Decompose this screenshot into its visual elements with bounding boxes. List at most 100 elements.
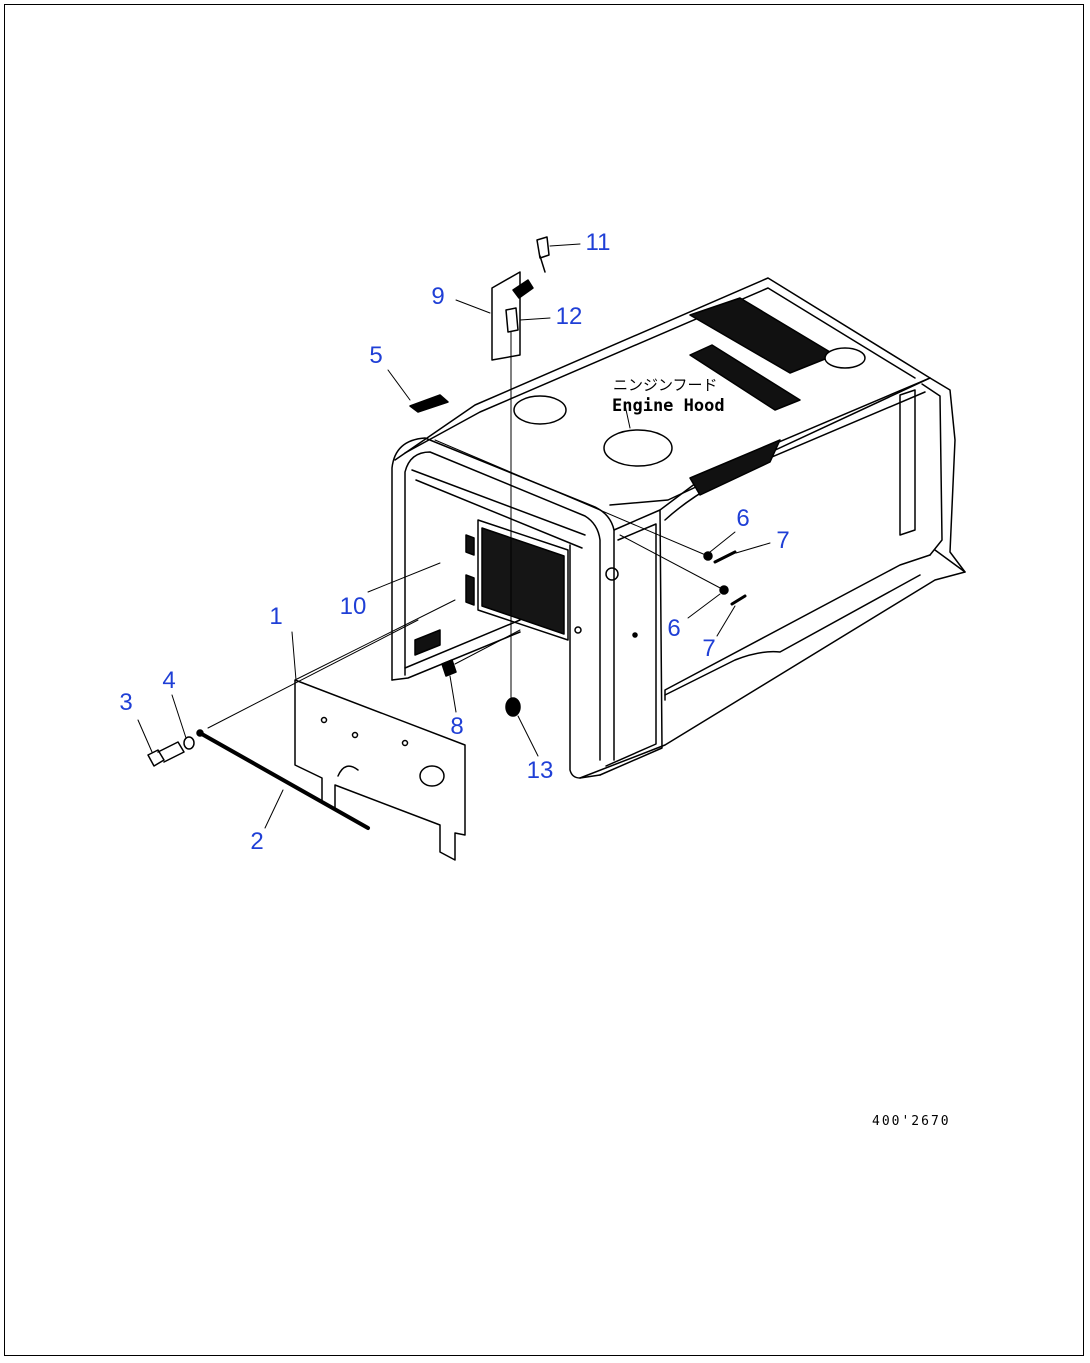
front-plate-hole (419, 765, 445, 787)
bracket-plate (491, 271, 521, 361)
callout-11: 11 (585, 229, 611, 256)
side-panel-front-edge (569, 544, 601, 779)
callout-3: 3 (119, 689, 133, 716)
line-side (619, 534, 725, 591)
line-plate-left (294, 599, 456, 681)
callout-6-lower: 6 (667, 615, 681, 642)
rear-post-inner (921, 383, 943, 556)
rod-body (198, 731, 370, 830)
top-bracket (491, 236, 550, 361)
clip-7a (713, 550, 737, 564)
bolt-shank (157, 741, 185, 763)
callout-13: 13 (526, 757, 554, 784)
hood-bottom-edge (579, 549, 966, 779)
front-frame-outer (391, 437, 615, 761)
side-hole-2 (632, 632, 638, 638)
bracket-pin (512, 279, 534, 299)
callout-6-upper: 6 (736, 505, 750, 532)
callout-5: 5 (369, 342, 383, 369)
front-frame-beam (411, 469, 586, 536)
callout-8: 8 (450, 713, 464, 740)
leader-6b (687, 593, 721, 619)
front-plate (294, 679, 466, 861)
roof-hole-2 (603, 429, 673, 467)
leader-lines (137, 243, 771, 829)
roof-vent-front (689, 344, 801, 411)
callout-4: 4 (162, 667, 176, 694)
hood-top-outline (394, 277, 931, 506)
drawing-frame (4, 4, 1084, 1356)
rear-post-vent (899, 389, 916, 536)
bolt-11-shank (539, 255, 546, 273)
front-grille (414, 519, 638, 656)
assembly-lines (207, 331, 725, 729)
grille-bracket (414, 629, 441, 656)
washer (183, 736, 195, 750)
nut-13 (505, 697, 521, 717)
grommet-8 (441, 659, 457, 677)
clip-7b (730, 594, 747, 606)
bolt-head (147, 749, 165, 767)
engine-hood (391, 277, 966, 779)
front-sill (391, 631, 521, 681)
callout-9: 9 (431, 283, 445, 310)
rod-end (196, 729, 204, 737)
leader-8 (449, 675, 457, 713)
leader-2 (264, 789, 284, 829)
side-hole-1 (605, 567, 619, 581)
grille-slot-1 (465, 534, 475, 556)
callout-7-upper: 7 (776, 527, 790, 554)
rear-post-outer (929, 377, 966, 573)
roof-hole-1 (513, 395, 567, 425)
front-plate-slot (337, 765, 359, 777)
front-plate-hole-s1 (320, 716, 328, 724)
leader-3 (137, 719, 153, 753)
drawing-code: 400'2670 (872, 1114, 951, 1129)
grille-slot-2 (465, 574, 475, 606)
latch-part (409, 394, 449, 413)
front-sill-2 (404, 619, 521, 669)
line-plate-right (454, 629, 521, 665)
line-hood-label (624, 404, 631, 429)
line-rod (207, 619, 419, 729)
leader-10 (367, 562, 441, 593)
hood-bottom-edge-2 (664, 554, 931, 701)
leader-7b (716, 605, 736, 637)
front-plate-hole-s3 (401, 739, 409, 747)
bolt-11 (536, 236, 550, 259)
hood-label-japanese: ニンジンフード (613, 376, 718, 394)
side-fasteners (703, 550, 747, 606)
hood-bottom-edge-3 (664, 574, 921, 696)
leader-1 (291, 631, 297, 681)
grille-outline (477, 519, 569, 641)
leader-6a (709, 531, 736, 553)
roof-hole-cap (824, 347, 866, 369)
front-plate-outline (294, 679, 466, 861)
leader-9 (455, 299, 491, 314)
leader-7a (735, 542, 771, 554)
roof-vents (513, 297, 866, 467)
front-frame-beam2 (415, 479, 583, 549)
leader-12 (519, 317, 551, 321)
hood-top-inner (404, 287, 916, 454)
bolt-12 (505, 307, 519, 333)
side-hole-3 (574, 626, 582, 634)
grille-mesh (481, 527, 565, 635)
callout-2: 2 (250, 828, 264, 855)
side-panel-face-inner (605, 523, 657, 767)
rod (196, 729, 370, 830)
leader-4 (171, 694, 187, 739)
bolt-washer (147, 736, 195, 767)
leader-11 (549, 243, 581, 247)
front-plate-hole-s2 (351, 731, 359, 739)
leader-13 (517, 715, 539, 757)
front-frame-inner (404, 451, 601, 761)
leader-5 (387, 369, 411, 401)
callout-1: 1 (269, 603, 283, 630)
line-top-rear (434, 439, 709, 557)
hood-label-english: Engine Hood (612, 396, 725, 416)
callout-7-lower: 7 (702, 635, 716, 662)
side-panel-face (599, 509, 663, 776)
hood-rear-strip (689, 439, 781, 496)
